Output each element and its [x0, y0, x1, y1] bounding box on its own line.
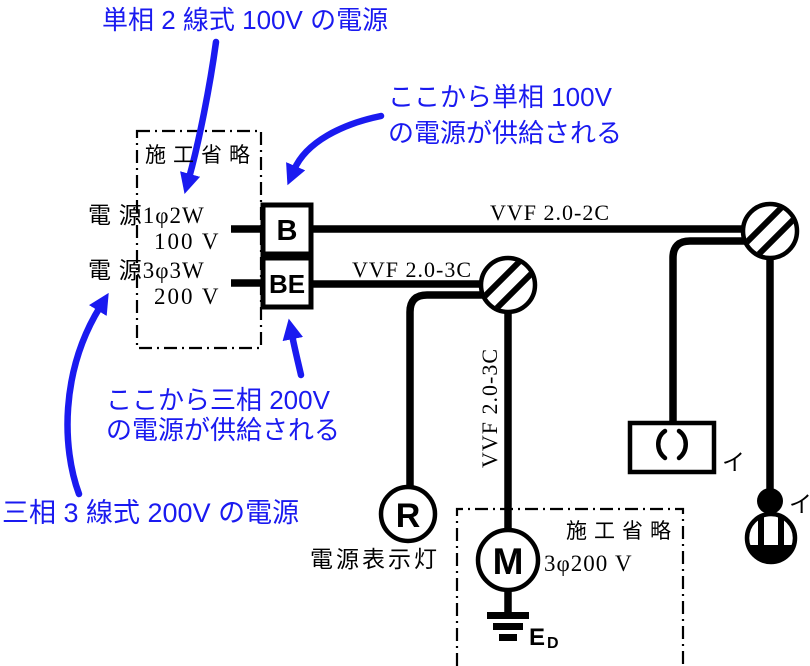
arrow-to-breaker-be-icon: [282, 318, 305, 379]
junction-box-2: [740, 201, 800, 261]
ground-symbol-icon: [487, 612, 529, 641]
motor-circle: [475, 527, 541, 593]
junction-box-1: [478, 255, 538, 315]
junction-box-2-circle: [740, 201, 800, 261]
pendant-lamp-icon: [744, 511, 798, 565]
arrow-to-source2-icon: [64, 292, 109, 498]
annotation-single-phase-source: 単相 2 線式 100V の電源: [102, 5, 389, 35]
omitted-label-bottom: 施工省略: [566, 519, 678, 543]
ceiling-rosette-box: [627, 420, 717, 475]
annotation-three-phase-source: 三相 3 線式 200V の電源: [2, 498, 300, 528]
annotation-arrows: [64, 38, 385, 498]
switch-label-kana: イ: [789, 492, 810, 517]
cable-label-vvf-2c: VVF 2.0-2C: [490, 200, 610, 225]
wires: [231, 225, 774, 613]
breaker-be-letter: BE: [269, 269, 305, 299]
annotation-from-b-line1: ここから単相 100V: [388, 82, 612, 112]
source1-name: 電 源1φ2W: [88, 203, 205, 228]
wire-junction2-to-rosette: [669, 237, 746, 424]
pilot-lamp-letter: R: [396, 497, 421, 535]
annotation-from-b-line2: の電源が供給される: [388, 118, 623, 148]
junction-box-1-circle: [478, 255, 538, 315]
switch-dot-icon: [757, 488, 783, 514]
omitted-label-top: 施工省略: [145, 143, 257, 167]
construction-omitted-box-bottom: [455, 507, 685, 666]
source2-label: 電 源3φ3W 200 V: [88, 258, 220, 310]
source1-label: 電 源1φ2W 100 V: [88, 203, 220, 255]
ground-label-d: D: [547, 635, 559, 652]
annotation-from-b: ここから単相 100V の電源が供給される: [388, 79, 622, 151]
cable-label-vvf-3c-vertical: VVF 2.0-3C: [477, 348, 502, 468]
source2-name: 電 源3φ3W: [88, 258, 205, 283]
arrow-to-breaker-b-icon: [286, 112, 385, 186]
ground-label-e: E: [529, 624, 545, 651]
breaker-be-box: [260, 255, 314, 310]
pilot-lamp-caption: 電源表示灯: [310, 547, 440, 572]
motor-spec-label: 3φ200 V: [544, 551, 633, 576]
breaker-b-box: [260, 202, 314, 257]
source2-voltage: 200 V: [154, 284, 221, 309]
wire-junction1-to-pilot-lamp: [406, 291, 485, 488]
motor-letter: M: [493, 541, 524, 582]
pilot-lamp-circle: [378, 484, 438, 544]
arrow-to-source1-icon: [180, 38, 220, 195]
breaker-b-letter: B: [277, 215, 298, 247]
rosette-label-kana: イ: [722, 450, 745, 475]
source1-voltage: 100 V: [154, 229, 221, 254]
annotation-from-be: ここから三相 200V の電源が供給される: [106, 385, 340, 445]
annotation-from-be-line2: の電源が供給される: [106, 415, 341, 445]
annotation-from-be-line1: ここから三相 200V: [106, 385, 330, 415]
ceiling-rosette-prongs-icon: [656, 428, 688, 461]
cable-label-vvf-3c: VVF 2.0-3C: [352, 257, 472, 282]
